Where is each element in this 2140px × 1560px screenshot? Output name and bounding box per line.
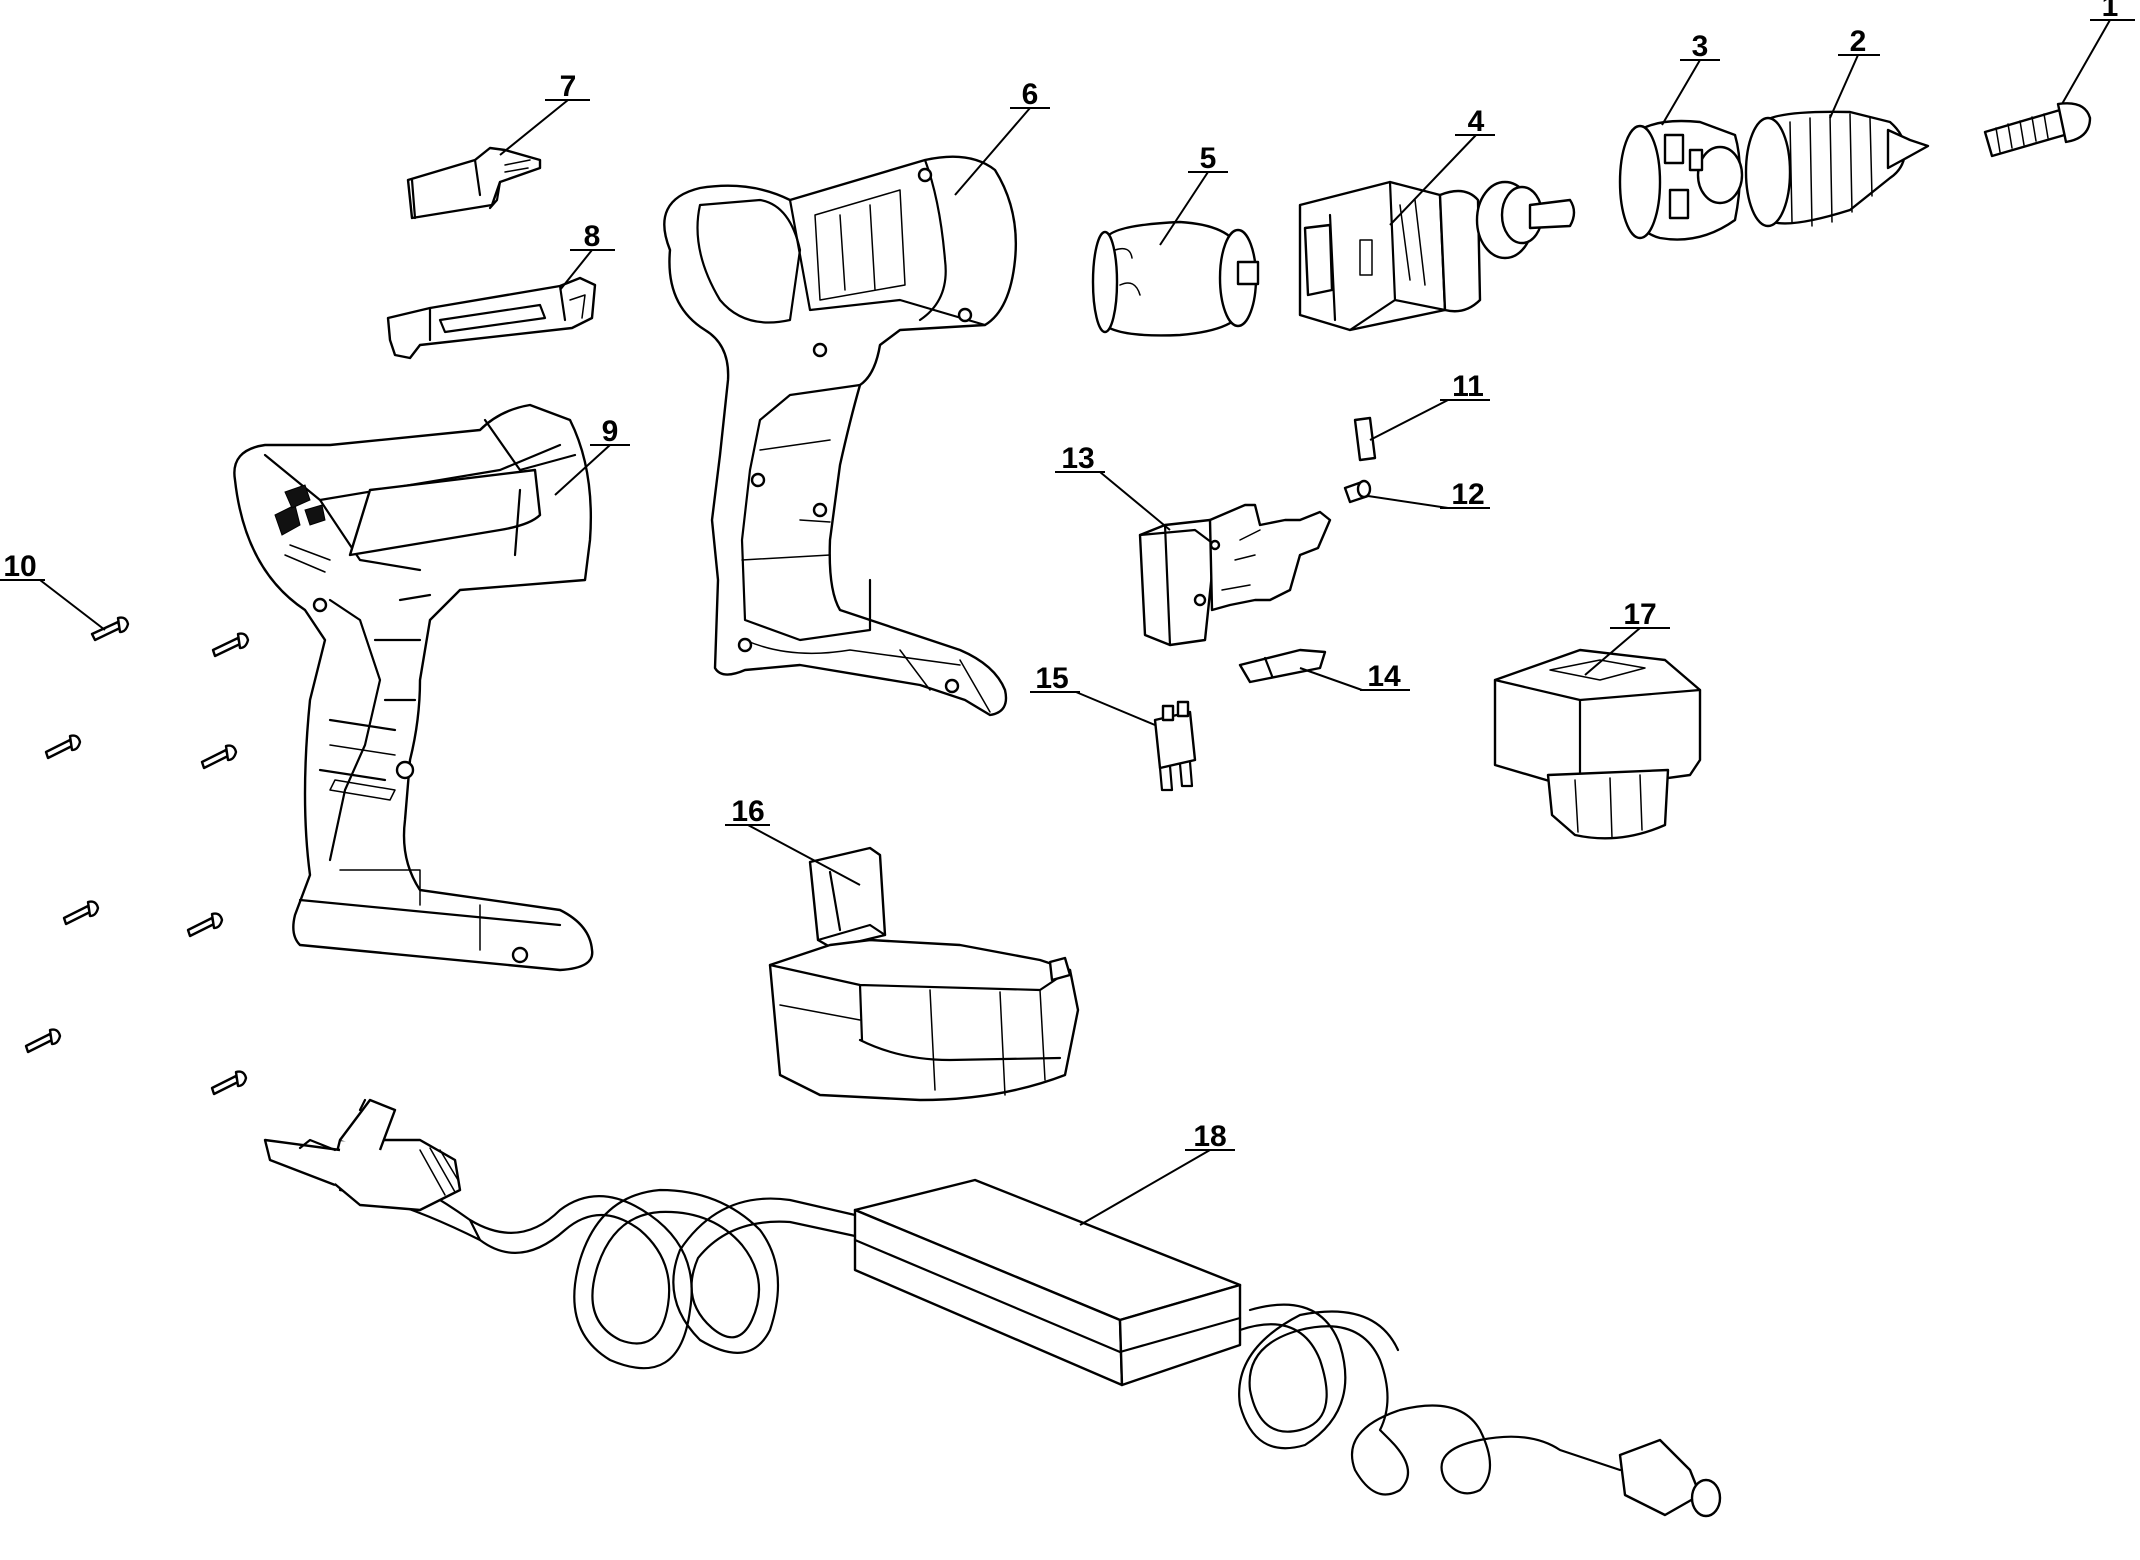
- label-6: 6: [1022, 78, 1039, 111]
- label-10: 10: [3, 550, 36, 583]
- part-9-housing-right: [233, 403, 594, 972]
- label-13: 13: [1061, 442, 1094, 475]
- part-2-keyless-chuck: [1744, 110, 1930, 228]
- label-14: 14: [1367, 660, 1401, 693]
- label-5: 5: [1200, 142, 1217, 175]
- part-1-chuck-screw: [1983, 102, 2092, 158]
- part-8-handle-cover: [386, 276, 597, 360]
- label-11: 11: [1452, 370, 1484, 403]
- part-7-small-cover: [406, 146, 542, 220]
- label-2: 2: [1850, 25, 1867, 58]
- label-9: 9: [602, 415, 619, 448]
- label-3: 3: [1692, 30, 1709, 63]
- label-12: 12: [1451, 478, 1484, 511]
- part-15-connector: [1153, 700, 1197, 792]
- part-4-gearbox: [1298, 180, 1576, 332]
- part-14-slider: [1238, 648, 1327, 684]
- part-17-battery-pack: [1493, 648, 1702, 840]
- label-1: 1: [2102, 0, 2119, 23]
- label-4: 4: [1468, 105, 1485, 138]
- part-6-housing-left: [663, 155, 1017, 717]
- leader-lines: [0, 19, 2135, 1226]
- part-13-trigger-switch: [1138, 503, 1332, 647]
- label-8: 8: [584, 220, 601, 253]
- part-11-contact-plate: [1353, 416, 1377, 462]
- label-15: 15: [1035, 662, 1068, 695]
- label-16: 16: [731, 795, 764, 828]
- label-7: 7: [560, 70, 577, 103]
- part-5-motor: [1091, 220, 1260, 337]
- label-17: 17: [1623, 598, 1656, 631]
- part-18-charger: [263, 1098, 1722, 1518]
- label-18: 18: [1193, 1120, 1226, 1153]
- part-16-battery-pack: [768, 846, 1080, 1102]
- part-3-torque-sleeve: [1618, 119, 1744, 241]
- part-12-button: [1343, 479, 1372, 504]
- part-number-labels: 1 2 3 4 5 6 7 8 9 10 11 12 13 14 15 16 1…: [3, 0, 2118, 1153]
- part-10-screws: [24, 616, 250, 1096]
